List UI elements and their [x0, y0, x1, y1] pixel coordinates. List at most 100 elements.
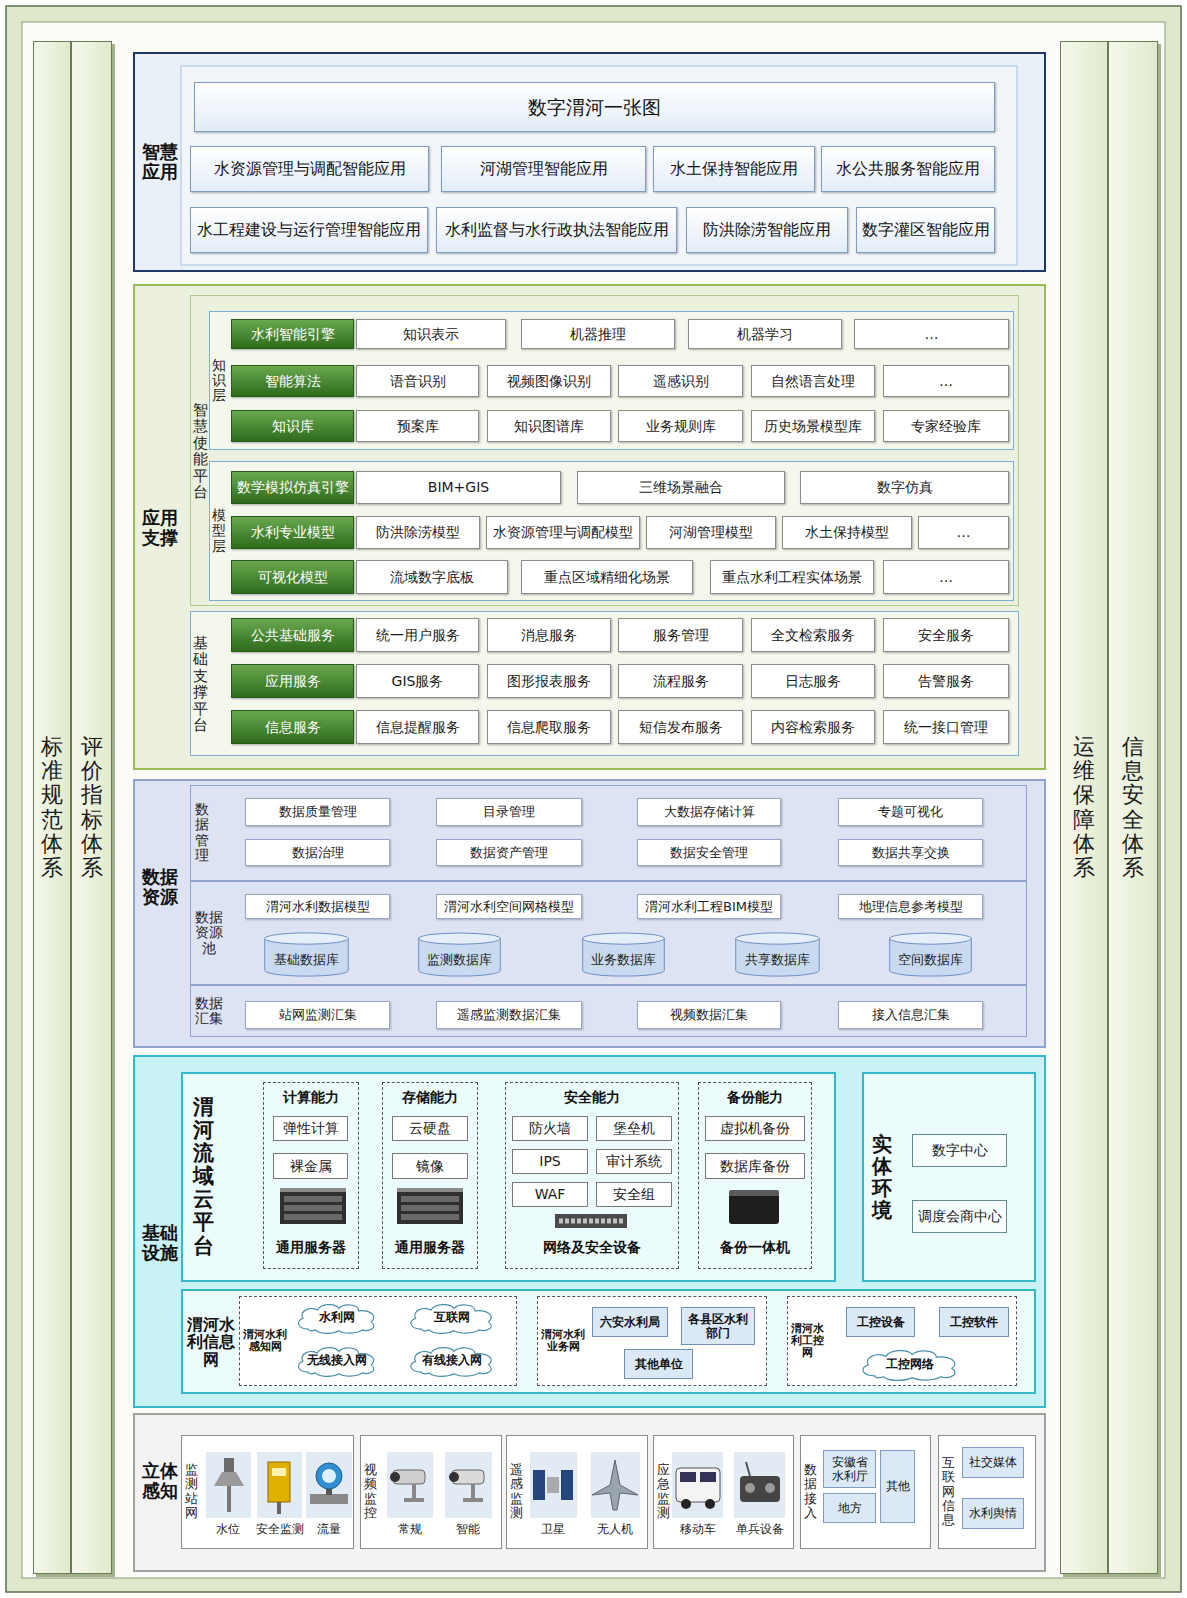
icon-caption: 常规 — [375, 1522, 445, 1536]
cylinder-outline — [736, 933, 820, 944]
network-group: 渭河水利感知网水利网互联网无线接入网有线接入网 — [239, 1296, 517, 1386]
node-text: 数学模拟仿真引擎 — [237, 479, 349, 496]
server-icon — [401, 1205, 459, 1211]
pillar-bar: 评价指标体系 — [71, 41, 112, 1574]
service-box: 服务管理 — [618, 618, 743, 652]
sensing-group: 数据接入安徽省水利厅地方其他 — [800, 1435, 931, 1549]
server-icon — [284, 1196, 342, 1202]
node-text: 历史场景模型库 — [764, 418, 862, 435]
node-text: 备份一体机 — [699, 1239, 811, 1256]
capability-item: 防火墙 — [512, 1116, 588, 1141]
node-text: 堡垒机 — [613, 1120, 655, 1137]
node-text: 知识库 — [272, 418, 314, 435]
capability-item: 数据库备份 — [705, 1153, 805, 1179]
flow-meter-icon — [326, 1489, 332, 1495]
node-text: 水利舆情 — [969, 1506, 1017, 1520]
data-box: 渭河水利工程BIM模型 — [637, 894, 781, 919]
service-box: GIS服务 — [356, 664, 479, 698]
node-text: … — [957, 524, 971, 541]
vertical-label: 视频监控 — [364, 1463, 377, 1520]
icon-tile — [206, 1452, 785, 1518]
icon-caption: 水位 — [193, 1522, 263, 1536]
node-text: 工控软件 — [950, 1315, 998, 1329]
node-text: 空间数据库 — [898, 952, 963, 968]
database-cylinder: 空间数据库 — [888, 931, 973, 978]
water-level-sensor — [227, 1486, 231, 1512]
service-box: 防洪除涝模型 — [356, 516, 480, 549]
category-tag: 应用服务 — [231, 664, 354, 698]
app-box: 水工程建设与运行管理智能应用 — [190, 207, 428, 253]
pillar-bar: 运维保障体系 — [1060, 41, 1108, 1574]
service-box: … — [918, 516, 1009, 549]
service-box: 历史场景模型库 — [751, 410, 875, 442]
layer-fill — [133, 1413, 1046, 1572]
service-box: 机器学习 — [688, 319, 842, 349]
network-cloud: 工控网络 — [855, 1347, 965, 1381]
node-text: 网络及安全设备 — [506, 1239, 678, 1256]
node-text: 统一用户服务 — [376, 627, 460, 644]
node-text: 遥感识别 — [653, 373, 709, 390]
drone-icon — [592, 1460, 638, 1510]
node-text: 专题可视化 — [878, 804, 943, 820]
node-text: 业务规则库 — [646, 418, 716, 435]
satellite-icon — [561, 1470, 573, 1500]
service-box: … — [854, 319, 1009, 349]
node-text: 重点区域精细化场景 — [544, 569, 670, 586]
infra-panel: 实体环境数字中心调度会商中心 — [862, 1072, 1036, 1282]
sublayer-box: 基础支撑平台公共基础服务统一用户服务消息服务服务管理全文检索服务安全服务应用服务… — [190, 611, 1019, 756]
vertical-label: 互联网信息 — [942, 1456, 955, 1527]
node-text: 机器学习 — [737, 326, 793, 343]
handheld-device-icon — [740, 1476, 780, 1502]
node-text: 机器推理 — [570, 326, 626, 343]
capability-group: 备份能力备份一体机虚拟机备份数据库备份 — [698, 1082, 812, 1269]
vertical-label: 应急监测 — [657, 1463, 670, 1520]
source-box: 其他 — [880, 1450, 915, 1523]
node-text: 监测数据库 — [427, 952, 492, 968]
vertical-label: 基础支撑平台 — [193, 634, 208, 733]
cloud-outline — [411, 1305, 491, 1334]
data-box: 渭河水利空间网格模型 — [436, 894, 582, 919]
node-text: 公共基础服务 — [251, 627, 335, 644]
capability-item: 裸金属 — [273, 1153, 348, 1179]
camera-icon — [390, 1472, 400, 1482]
vehicle-icon — [681, 1499, 691, 1509]
node-text: 信息服务 — [265, 719, 321, 736]
node-text: 工控设备 — [857, 1315, 905, 1329]
server-icon — [401, 1214, 459, 1220]
node-text: 云硬盘 — [409, 1120, 451, 1137]
vehicle-icon — [680, 1472, 696, 1482]
vertical-label: 运维保障体系 — [1073, 735, 1095, 880]
vertical-label: 知识层 — [212, 357, 226, 403]
vertical-label: 遥感监测 — [510, 1463, 523, 1520]
data-box: 数据安全管理 — [637, 839, 781, 866]
capability-item: 镜像 — [392, 1153, 468, 1179]
service-box: 重点水利工程实体场景 — [710, 560, 874, 594]
node-text: 通用服务器 — [383, 1239, 477, 1256]
vertical-label: 实体环境 — [872, 1133, 892, 1221]
node-text: 计算能力 — [264, 1089, 358, 1106]
capability-group: 计算能力通用服务器弹性计算裸金属 — [263, 1082, 359, 1269]
sublayer-box: 知识层水利智能引擎知识表示机器推理机器学习…智能算法语音识别视频图像识别遥感识别… — [209, 311, 1014, 450]
network-item: 其他单位 — [624, 1349, 693, 1379]
layer-fill — [133, 779, 1046, 1048]
data-box: 目录管理 — [436, 798, 582, 826]
node-text: 数字灌区智能应用 — [862, 220, 990, 239]
icon-tile — [672, 1452, 723, 1518]
vehicle-icon — [676, 1468, 720, 1509]
category-tag: 水利专业模型 — [231, 516, 354, 549]
database-cylinder: 基础数据库 — [263, 931, 350, 978]
data-box: 数据共享交换 — [838, 839, 983, 866]
cylinder-outline — [419, 933, 501, 944]
node-text: 水资源管理与调配智能应用 — [214, 159, 406, 178]
capability-item: 安全组 — [596, 1182, 672, 1207]
node-text: BIM+GIS — [428, 479, 489, 496]
outer-frame — [6, 6, 1181, 1592]
node-text: 数据共享交换 — [872, 845, 950, 861]
data-box: 遥感监测数据汇集 — [436, 1001, 582, 1029]
water-level-sensor — [224, 1458, 234, 1472]
panel-fill — [181, 1289, 1036, 1394]
service-box: 信息提醒服务 — [356, 710, 479, 744]
vertical-label: 应用支撑 — [142, 508, 178, 548]
server-icon — [397, 1188, 463, 1192]
